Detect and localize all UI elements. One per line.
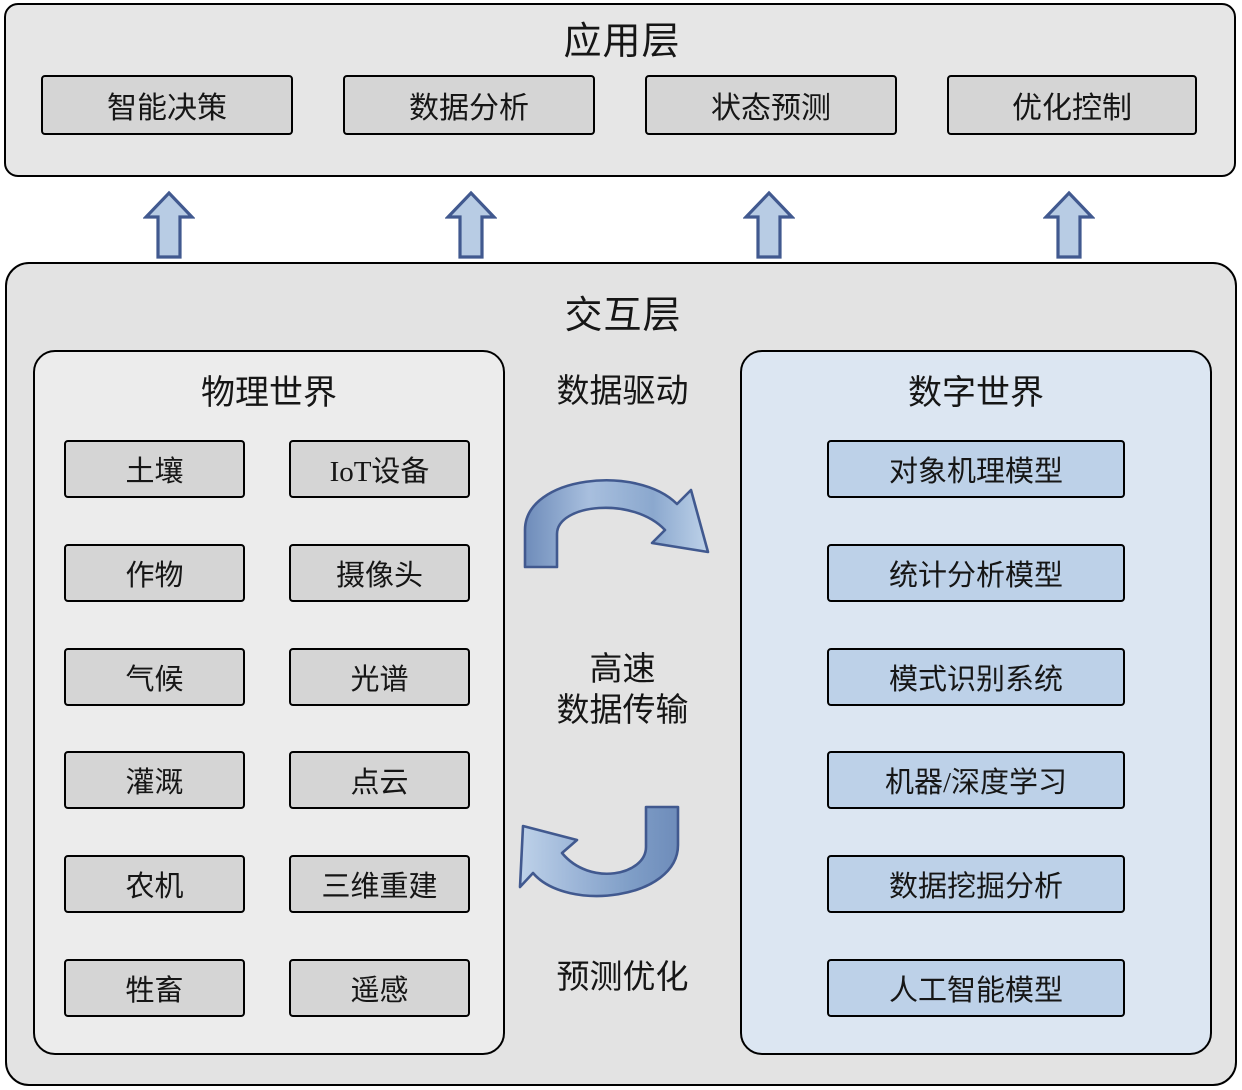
digital-item-artificial-intelligence-model[interactable]: 人工智能模型 bbox=[827, 959, 1125, 1017]
physical-item-camera[interactable]: 摄像头 bbox=[289, 544, 470, 602]
digital-item-data-mining-analysis[interactable]: 数据挖掘分析 bbox=[827, 855, 1125, 913]
center-label-prediction-optimization: 预测优化 bbox=[556, 960, 689, 996]
arrow-up-icon bbox=[1043, 190, 1095, 259]
application-box-data-analysis[interactable]: 数据分析 bbox=[343, 75, 595, 135]
application-layer-title: 应用层 bbox=[563, 21, 681, 63]
curved-arrow-left-icon bbox=[518, 805, 680, 898]
digital-item-statistical-analysis-model[interactable]: 统计分析模型 bbox=[827, 544, 1125, 602]
center-label-line2: 数据传输 bbox=[556, 693, 689, 729]
physical-item-spectrum[interactable]: 光谱 bbox=[289, 648, 470, 706]
physical-item-remote-sensing[interactable]: 遥感 bbox=[289, 959, 470, 1017]
application-box-state-prediction[interactable]: 状态预测 bbox=[645, 75, 897, 135]
physical-world-panel: 物理世界 土壤 作物 气候 灌溉 农机 牲畜 IoT设备 摄像头 光谱 点云 三… bbox=[33, 350, 505, 1055]
center-label-line1: 高速 bbox=[589, 652, 656, 688]
interaction-layer-title: 交互层 bbox=[564, 295, 682, 337]
arrow-up-icon bbox=[445, 190, 497, 259]
digital-item-pattern-recognition-system[interactable]: 模式识别系统 bbox=[827, 648, 1125, 706]
physical-item-machinery[interactable]: 农机 bbox=[64, 855, 245, 913]
digital-world-title: 数字世界 bbox=[908, 375, 1044, 412]
arrow-up-icon bbox=[143, 190, 195, 259]
center-label-high-speed-transmission: 高速 数据传输 bbox=[505, 650, 740, 732]
application-box-intelligent-decision[interactable]: 智能决策 bbox=[41, 75, 293, 135]
physical-item-soil[interactable]: 土壤 bbox=[64, 440, 245, 498]
curved-arrow-right-icon bbox=[523, 479, 710, 569]
physical-item-climate[interactable]: 气候 bbox=[64, 648, 245, 706]
physical-item-livestock[interactable]: 牲畜 bbox=[64, 959, 245, 1017]
physical-item-point-cloud[interactable]: 点云 bbox=[289, 751, 470, 809]
physical-item-iot-device[interactable]: IoT设备 bbox=[289, 440, 470, 498]
digital-item-object-mechanism-model[interactable]: 对象机理模型 bbox=[827, 440, 1125, 498]
physical-item-3d-reconstruction[interactable]: 三维重建 bbox=[289, 855, 470, 913]
physical-item-irrigation[interactable]: 灌溉 bbox=[64, 751, 245, 809]
digital-world-panel: 数字世界 对象机理模型 统计分析模型 模式识别系统 机器/深度学习 数据挖掘分析… bbox=[740, 350, 1212, 1055]
application-box-optimization-control[interactable]: 优化控制 bbox=[947, 75, 1197, 135]
center-label-data-driven: 数据驱动 bbox=[556, 374, 689, 410]
arrow-up-icon bbox=[743, 190, 795, 259]
physical-item-crop[interactable]: 作物 bbox=[64, 544, 245, 602]
physical-world-title: 物理世界 bbox=[201, 375, 337, 412]
digital-item-machine-deep-learning[interactable]: 机器/深度学习 bbox=[827, 751, 1125, 809]
